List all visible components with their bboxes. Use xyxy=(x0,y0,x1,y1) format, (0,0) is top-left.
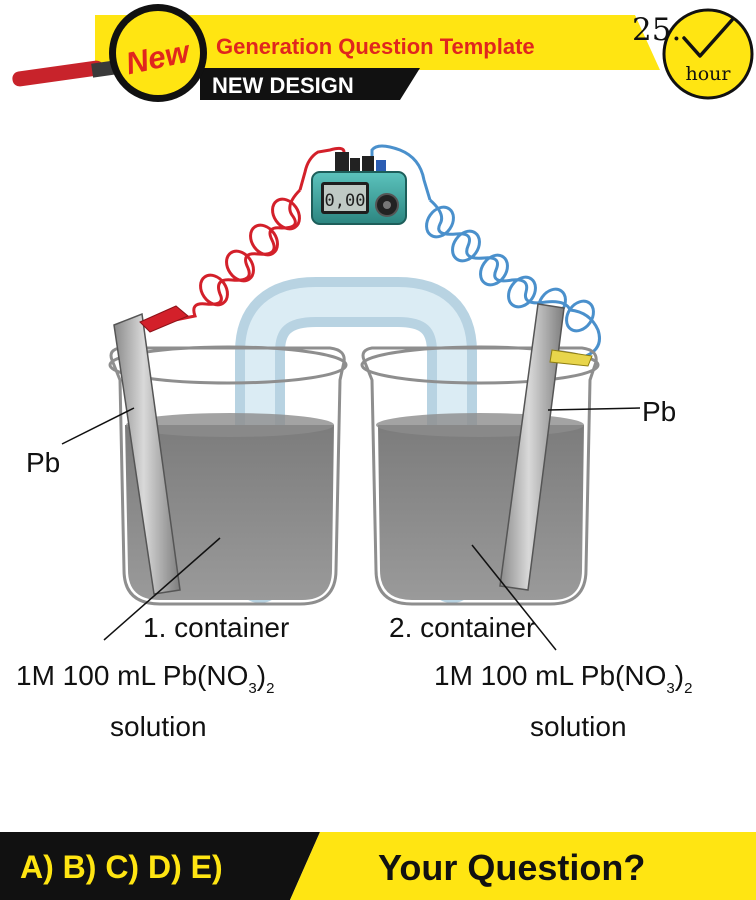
right-clip-icon xyxy=(549,349,593,367)
meter-reading: 0,00 xyxy=(325,191,366,211)
right-container-label: 2. container xyxy=(389,612,535,643)
footer-black-band xyxy=(0,832,320,900)
clock-number: 25. xyxy=(632,12,681,48)
right-solution-word: solution xyxy=(530,711,627,742)
right-beaker xyxy=(360,303,600,606)
header-title: Generation Question Template xyxy=(216,34,535,59)
answer-options: A) B) C) D) E) xyxy=(20,849,223,885)
right-electrode-label: Pb xyxy=(642,396,676,427)
header-subtitle: NEW DESIGN xyxy=(212,73,354,98)
left-beaker xyxy=(108,305,348,606)
clock-unit: hour xyxy=(686,63,732,85)
header-black-band xyxy=(200,68,420,100)
left-solution-sub2: 2 xyxy=(266,680,274,697)
left-solution-formula: 1M 100 mL Pb(NO3)2 xyxy=(16,660,274,697)
question-prompt: Your Question? xyxy=(378,847,645,888)
left-electrode-label: Pb xyxy=(26,447,60,478)
footer-yellow-band xyxy=(290,832,756,900)
right-solution-sub2: 2 xyxy=(684,680,692,697)
svg-text:1M 100 mL Pb(NO3)2: 1M 100 mL Pb(NO3)2 xyxy=(434,660,692,697)
pointer-lines xyxy=(61,407,641,651)
blue-wire xyxy=(370,144,601,358)
header-yellow-band xyxy=(95,15,660,70)
left-solution-main: 1M 100 mL Pb(NO xyxy=(16,660,248,691)
footer xyxy=(0,832,756,900)
left-container-label: 1. container xyxy=(143,612,289,643)
left-solution-close: ) xyxy=(257,660,266,691)
right-solution-sub1: 3 xyxy=(666,680,674,697)
left-pb-electrode xyxy=(113,312,181,595)
left-solution-word: solution xyxy=(110,711,207,742)
clock-icon xyxy=(662,8,754,100)
right-solution-close: ) xyxy=(675,660,684,691)
svg-text:1M 100 mL Pb(NO3)2: 1M 100 mL Pb(NO3)2 xyxy=(16,660,274,697)
right-solution-formula: 1M 100 mL Pb(NO3)2 xyxy=(434,660,692,697)
magnifier-icon xyxy=(12,4,207,102)
left-solution-sub1: 3 xyxy=(248,680,256,697)
right-pb-electrode xyxy=(499,303,565,591)
left-clip-icon xyxy=(139,305,189,333)
header: New Generation Question Template NEW DES… xyxy=(12,4,754,102)
voltmeter: 0,00 xyxy=(311,152,407,225)
red-wire xyxy=(174,146,346,322)
right-solution-main: 1M 100 mL Pb(NO xyxy=(434,660,666,691)
